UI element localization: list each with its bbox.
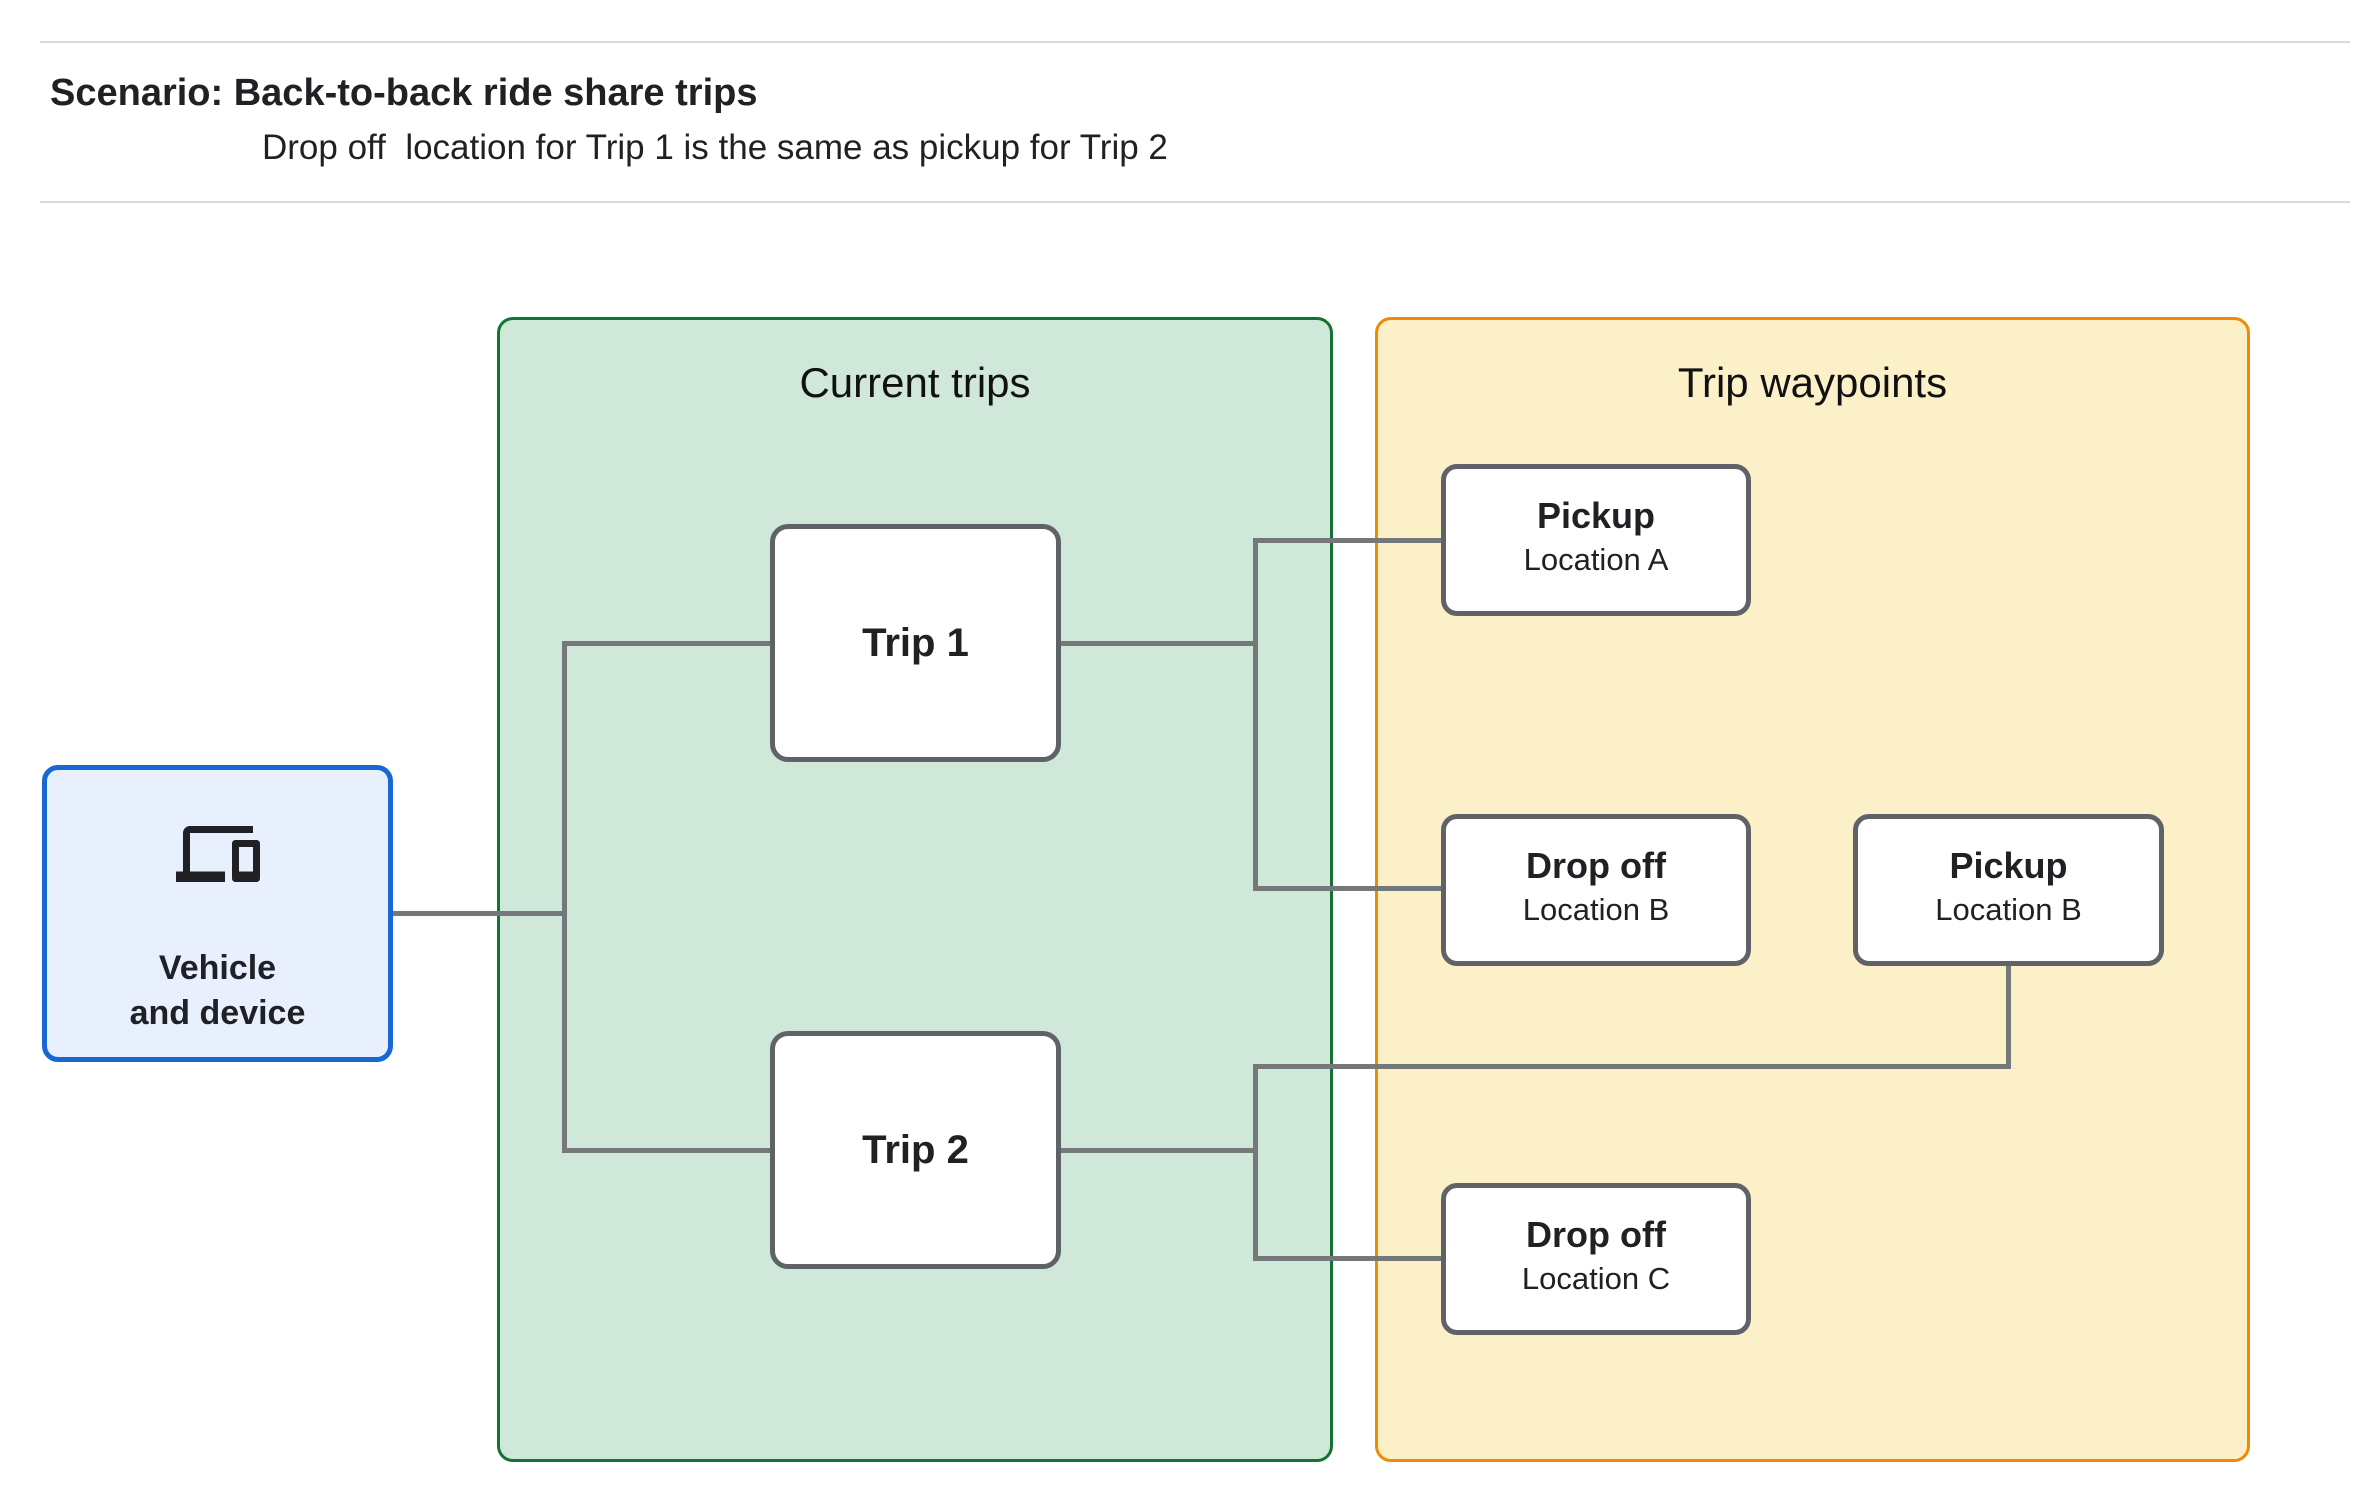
current-trips-panel-title: Current trips	[799, 359, 1031, 406]
vehicle-label: Vehicle and device	[130, 946, 306, 1036]
waypoint-pickup-location-a-box: Pickup Location A	[1441, 464, 1751, 616]
trip-1-box: Trip 1	[770, 524, 1061, 762]
waypoint-pickup-location-b-box: Pickup Location B	[1853, 814, 2164, 966]
connector-junction-to-dropoff-b	[1253, 886, 1443, 891]
waypoint-pickup-a-title: Pickup	[1536, 495, 1656, 536]
waypoint-dropoff-location-b-box: Drop off Location B	[1441, 814, 1751, 966]
page-subtitle: Drop off location for Trip 1 is the same…	[262, 128, 1168, 167]
waypoint-dropoff-location-c-box: Drop off Location C	[1441, 1183, 1751, 1335]
page-title: Scenario: Back-to-back ride share trips	[50, 72, 758, 114]
connector-junction-to-trip2	[562, 1148, 772, 1153]
connector-pickup-b-drop-vertical	[2006, 966, 2011, 1069]
connector-junction-to-trip1	[562, 641, 772, 646]
connector-trip1-to-waypoint-junction	[1060, 641, 1257, 646]
waypoint-dropoff-c-title: Drop off	[1526, 1214, 1666, 1255]
connector-vehicle-to-trips-junction	[393, 911, 566, 916]
trip-waypoints-panel-title: Trip waypoints	[1677, 359, 1948, 406]
trip-2-box: Trip 2	[770, 1031, 1061, 1269]
current-trips-panel: Current trips	[497, 317, 1333, 1462]
trip-2-label: Trip 2	[862, 1127, 969, 1172]
connector-junction-to-pickup-a	[1253, 538, 1443, 543]
waypoint-pickup-b-subtitle: Location B	[1935, 892, 2082, 927]
connector-trip2-to-waypoint-junction	[1060, 1148, 1257, 1153]
connector-trip1-waypoint-junction-vertical	[1253, 538, 1258, 890]
vehicle-label-line2: and device	[129, 994, 306, 1032]
trip-1-label: Trip 1	[862, 620, 969, 665]
connector-junction-to-dropoff-c	[1253, 1256, 1443, 1261]
waypoint-dropoff-c-subtitle: Location C	[1521, 1261, 1671, 1296]
waypoint-pickup-b-title: Pickup	[1949, 845, 2068, 886]
header-divider-bottom	[40, 201, 2350, 203]
waypoint-dropoff-b-title: Drop off	[1526, 845, 1666, 886]
vehicle-and-device-box: Vehicle and device	[42, 765, 393, 1062]
connector-trip2-waypoint-junction-vertical	[1253, 1064, 1258, 1260]
devices-icon	[175, 826, 260, 882]
waypoint-pickup-a-subtitle: Location A	[1523, 542, 1669, 577]
header-divider-top	[40, 41, 2350, 43]
waypoint-dropoff-b-subtitle: Location B	[1522, 892, 1670, 927]
vehicle-label-line1: Vehicle	[158, 949, 277, 987]
connector-pickup-b-to-trip2-junction	[1253, 1064, 2011, 1069]
connector-trips-junction-vertical	[562, 641, 567, 1153]
